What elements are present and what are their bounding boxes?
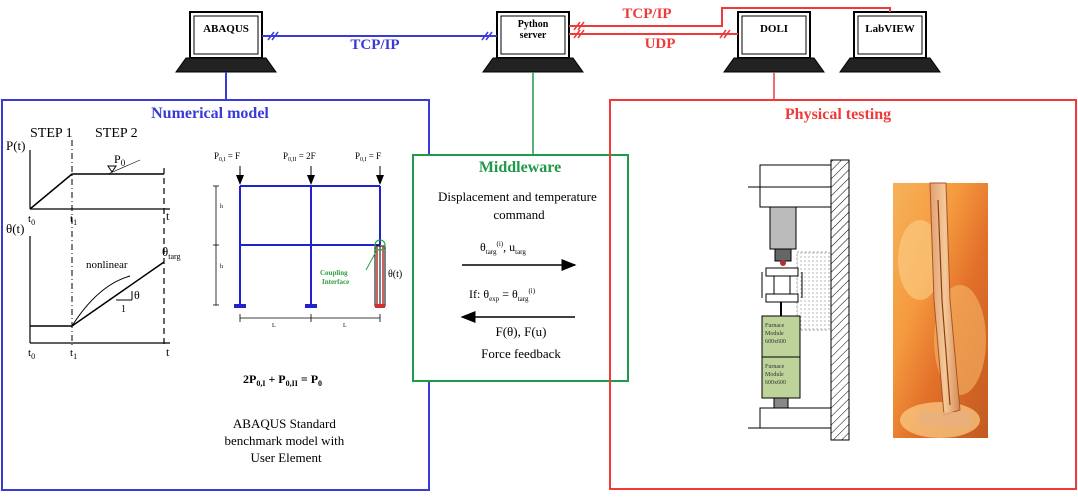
abaqus-computer-icon: ABAQUS bbox=[175, 11, 277, 73]
step2-label: STEP 2 bbox=[95, 126, 138, 141]
target-values-label: θtarg(i), utarg bbox=[480, 240, 526, 256]
numerical-model-panel: Numerical model STEP 1 STEP 2 P(t) P0 t0… bbox=[1, 99, 430, 491]
temp-t-label: t bbox=[166, 345, 170, 359]
load-t-label: t bbox=[166, 209, 170, 223]
abaqus-label: ABAQUS bbox=[203, 23, 249, 35]
frame-span-right: L bbox=[343, 323, 347, 329]
frame-load-left: P0,I = F bbox=[214, 151, 240, 163]
abaqus-python-link-label: TCP/IP bbox=[350, 37, 399, 53]
frame-height-upper: h bbox=[220, 204, 223, 210]
numerical-caption: ABAQUS Standard benchmark model with Use… bbox=[224, 416, 347, 465]
middleware-panel: Middleware Displacement and temperature … bbox=[412, 154, 629, 382]
nonlinear-label: nonlinear bbox=[86, 259, 128, 271]
python-labview-link: UDP bbox=[569, 29, 738, 52]
doli-label: DOLI bbox=[760, 23, 788, 35]
temp-t1-label: t1 bbox=[70, 347, 77, 361]
frame-span-left: L bbox=[272, 323, 276, 329]
frame-load-right: P0,I = F bbox=[355, 151, 381, 163]
theta-targ-label: θtarg bbox=[162, 244, 181, 261]
abaqus-python-link: TCP/IP bbox=[262, 31, 497, 53]
middleware-title: Middleware bbox=[479, 159, 561, 176]
python-doli-link-label: TCP/IP bbox=[622, 6, 671, 22]
step1-label: STEP 1 bbox=[30, 126, 73, 141]
physical-testing-panel: Physical testing Fur bbox=[609, 99, 1077, 490]
load-p0-label: P0 bbox=[114, 152, 126, 168]
temperature-time-graph: θ(t) nonlinear θ 1 θtarg t0 t1 t bbox=[6, 221, 181, 361]
furnace-upper-module bbox=[761, 315, 801, 358]
convergence-condition: If: θexp = θtarg(i) bbox=[469, 287, 536, 303]
load-time-graph: P(t) P0 t0 t1 t bbox=[6, 138, 170, 227]
slope-unit-label: 1 bbox=[121, 304, 126, 315]
frame-theta-label: θ(t) bbox=[388, 269, 402, 280]
physical-testing-title: Physical testing bbox=[785, 106, 891, 123]
load-graph-ylabel: P(t) bbox=[6, 138, 26, 153]
python-labview-link-label: UDP bbox=[645, 36, 676, 52]
force-feedback-label: Force feedback bbox=[481, 346, 561, 361]
load-t1-label: t1 bbox=[70, 213, 77, 227]
slope-theta-label: θ bbox=[134, 288, 140, 302]
labview-label: LabVIEW bbox=[865, 23, 915, 35]
command-label: Displacement and temperature command bbox=[438, 189, 600, 222]
doli-computer-icon: DOLI bbox=[723, 11, 825, 73]
temp-graph-ylabel: θ(t) bbox=[6, 221, 25, 236]
python-doli-link: TCP/IP bbox=[569, 6, 891, 31]
temp-t0-label: t0 bbox=[28, 347, 35, 361]
frame-load-mid: P0,II = 2F bbox=[283, 151, 316, 163]
load-t0-label: t0 bbox=[28, 213, 35, 227]
furnace-test-photo bbox=[893, 182, 988, 438]
load-equation: 2P0,I + P0,II = P0 bbox=[243, 372, 322, 388]
labview-computer-icon: LabVIEW bbox=[839, 11, 941, 73]
numerical-model-title: Numerical model bbox=[151, 105, 269, 122]
frame-height-lower: h bbox=[220, 264, 223, 270]
force-values-label: F(θ), F(u) bbox=[495, 324, 546, 339]
